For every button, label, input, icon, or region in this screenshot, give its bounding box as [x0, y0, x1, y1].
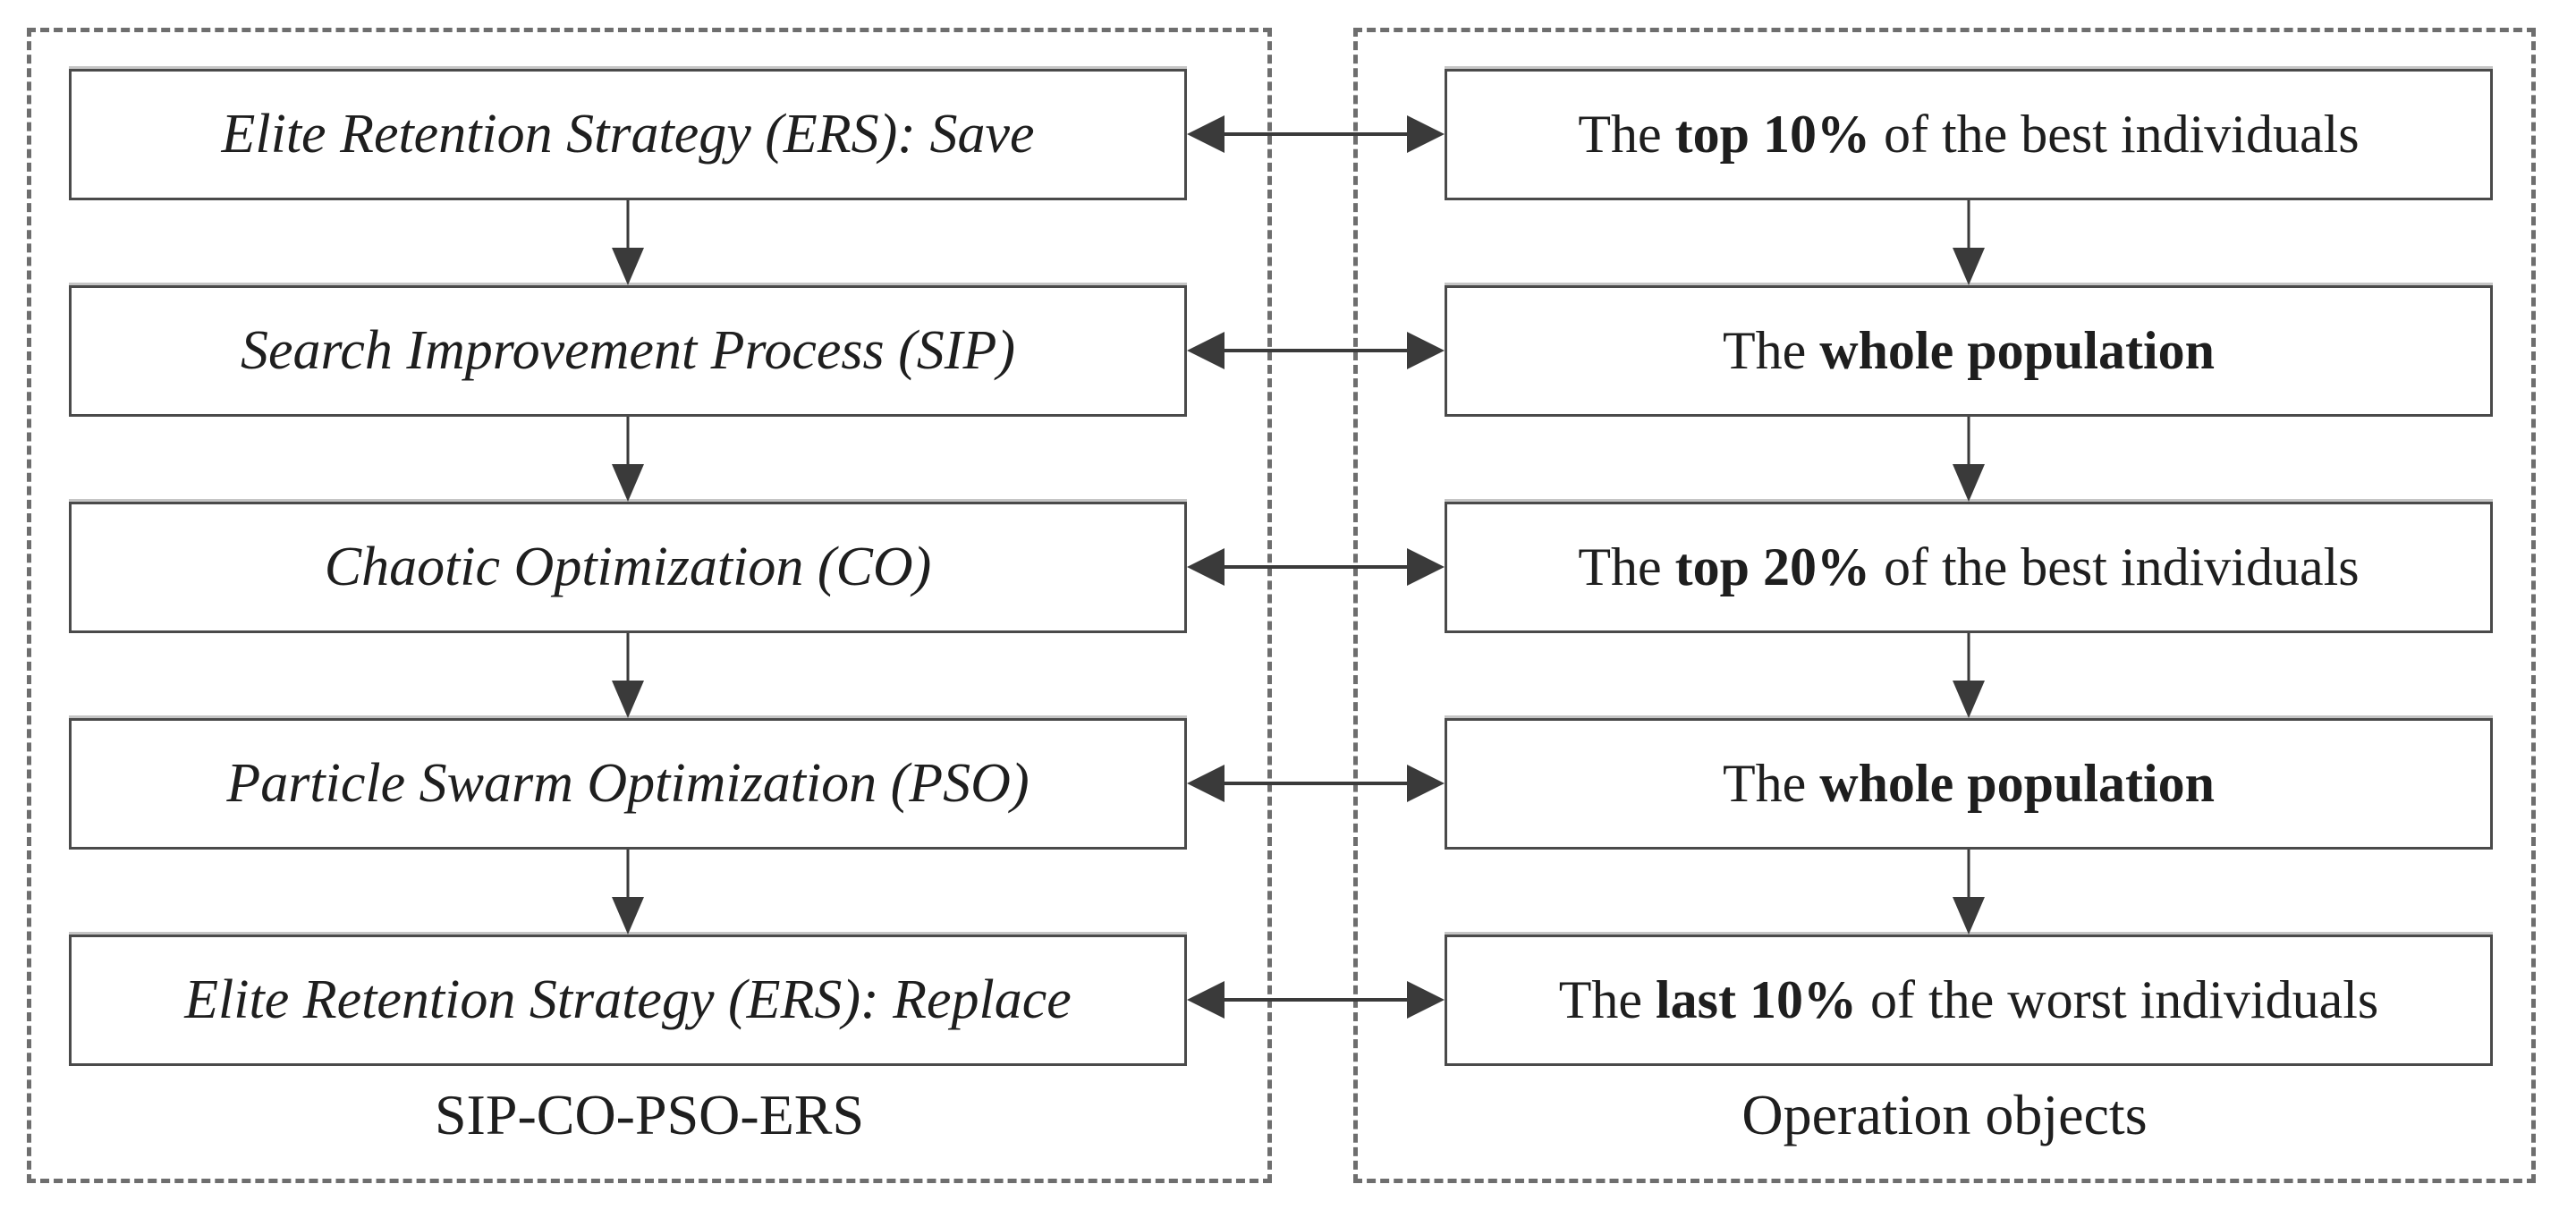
down-arrow-icon	[1953, 417, 1985, 502]
arrow-stem	[1217, 998, 1414, 1002]
arrow-stem	[1967, 850, 1970, 901]
double-arrow-icon	[1187, 764, 1445, 803]
arrow-stem	[626, 633, 630, 685]
arrow-head	[612, 464, 644, 502]
arrow-head	[1953, 464, 1985, 502]
arrow-stem	[1217, 782, 1414, 785]
down-arrow-icon	[1953, 850, 1985, 935]
double-arrow-icon	[1187, 547, 1445, 587]
process-box-ers-save: Elite Retention Strategy (ERS): Save	[69, 69, 1187, 200]
operation-box-label: The last 10% of the worst individuals	[1558, 970, 2379, 1029]
arrow-head-right	[1407, 332, 1445, 369]
arrow-stem	[1217, 565, 1414, 569]
arrow-head	[612, 897, 644, 935]
operation-box-label: The whole population	[1722, 321, 2216, 380]
down-arrow-icon	[612, 850, 644, 935]
arrow-stem	[1217, 132, 1414, 136]
process-box-label: Particle Swarm Optimization (PSO)	[226, 753, 1030, 814]
arrow-stem	[1967, 200, 1970, 252]
operation-box-whole-population-1: The whole population	[1445, 285, 2493, 417]
double-arrow-icon	[1187, 980, 1445, 1019]
arrow-head	[612, 681, 644, 718]
down-arrow-icon	[612, 417, 644, 502]
process-box-label: Elite Retention Strategy (ERS): Save	[221, 104, 1035, 165]
arrow-stem	[626, 417, 630, 469]
process-box-pso: Particle Swarm Optimization (PSO)	[69, 718, 1187, 850]
arrow-head	[1953, 681, 1985, 718]
arrow-head-right	[1407, 765, 1445, 802]
process-box-sip: Search Improvement Process (SIP)	[69, 285, 1187, 417]
down-arrow-icon	[1953, 200, 1985, 285]
down-arrow-icon	[1953, 633, 1985, 718]
operation-box-label: The whole population	[1722, 754, 2216, 813]
right-panel-caption: Operation objects	[1741, 1083, 2148, 1146]
arrow-head-right	[1407, 548, 1445, 586]
process-box-label: Chaotic Optimization (CO)	[324, 537, 932, 597]
process-box-co: Chaotic Optimization (CO)	[69, 502, 1187, 633]
down-arrow-icon	[612, 633, 644, 718]
operation-box-top20: The top 20% of the best individuals	[1445, 502, 2493, 633]
arrow-stem	[626, 850, 630, 901]
arrow-head-right	[1407, 981, 1445, 1019]
left-panel-caption: SIP-CO-PSO-ERS	[434, 1083, 865, 1146]
arrow-stem	[1217, 349, 1414, 352]
operation-box-whole-population-2: The whole population	[1445, 718, 2493, 850]
operation-box-top10: The top 10% of the best individuals	[1445, 69, 2493, 200]
sip-co-pso-ers-panel	[27, 28, 1272, 1183]
double-arrow-icon	[1187, 114, 1445, 154]
arrow-stem	[1967, 417, 1970, 469]
process-box-label: Search Improvement Process (SIP)	[241, 320, 1015, 381]
arrow-head	[1953, 248, 1985, 285]
process-box-ers-replace: Elite Retention Strategy (ERS): Replace	[69, 935, 1187, 1066]
operation-box-label: The top 10% of the best individuals	[1578, 105, 2360, 164]
operation-objects-panel	[1353, 28, 2536, 1183]
arrow-head	[612, 248, 644, 285]
arrow-head-right	[1407, 115, 1445, 153]
arrow-head	[1953, 897, 1985, 935]
operation-box-label: The top 20% of the best individuals	[1578, 537, 2360, 596]
operation-box-last10: The last 10% of the worst individuals	[1445, 935, 2493, 1066]
arrow-stem	[626, 200, 630, 252]
process-box-label: Elite Retention Strategy (ERS): Replace	[184, 969, 1072, 1030]
down-arrow-icon	[612, 200, 644, 285]
arrow-stem	[1967, 633, 1970, 685]
double-arrow-icon	[1187, 331, 1445, 370]
